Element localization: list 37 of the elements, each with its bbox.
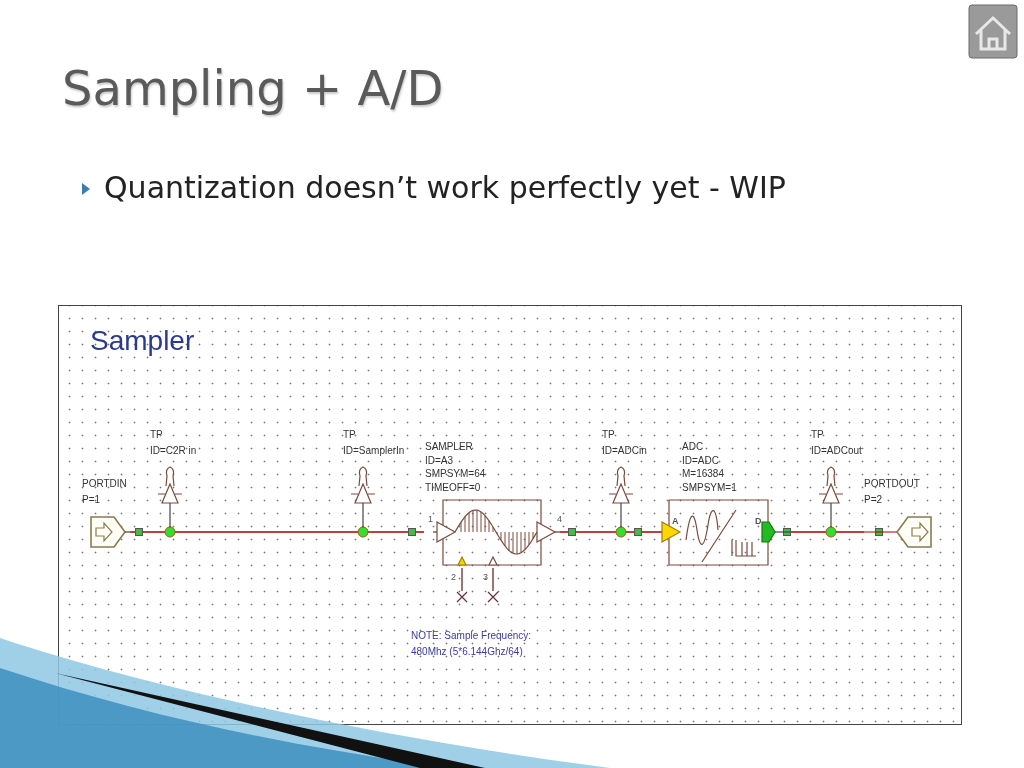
parameter-text: ID=SamplerIn [343, 444, 405, 457]
parameter-text: ID=ADCout [811, 444, 862, 457]
component-name: SAMPLER [425, 441, 473, 453]
parameter-text: SMPSYM=1 [682, 481, 737, 494]
note-text: NOTE: Sample Frequency: 480Mhz (5*6.144Ghz/64) [411, 629, 533, 659]
pin-number: 1 [428, 514, 433, 524]
parameter-text: SMPSYM=64 [425, 468, 486, 480]
parameter-text: P=1 [82, 493, 101, 506]
component-name: PORTDOUT [864, 478, 920, 490]
pin-number: 4 [557, 514, 562, 524]
component-name: TP [150, 429, 163, 441]
slide-title: Sampling + A/D [62, 59, 444, 118]
wire [492, 567, 494, 592]
parameter-text: ID=ADC [682, 454, 719, 467]
pin-letter: D [755, 516, 762, 526]
test-point [809, 427, 863, 526]
parameter-text: ID=C2R in [150, 444, 197, 457]
open-terminal-symbol [456, 591, 468, 603]
pin-number: 3 [483, 572, 488, 582]
pin-letter: A [672, 516, 679, 526]
parameter-text: TIMEOFF=0 [425, 481, 481, 494]
component-name: PORTDIN [82, 478, 127, 490]
component-name: TP [602, 429, 615, 441]
schematic-title: Sampler [90, 324, 195, 358]
component-name: TP [343, 429, 356, 441]
parameter-text: P=2 [864, 493, 883, 506]
parameter-text: M=16384 [682, 468, 724, 480]
output-port [864, 476, 932, 550]
component-name: ADC [682, 441, 704, 453]
pin-number: 2 [451, 572, 456, 582]
component-name: TP [811, 429, 824, 441]
wire [461, 567, 463, 592]
bullet-text: Quantization doesn’t work perfectly yet - WIP [104, 169, 786, 207]
input-port [80, 476, 130, 550]
parameter-text: ID=A3 [425, 454, 454, 467]
open-terminal-symbol [487, 591, 499, 603]
parameter-text: ID=ADCin [602, 444, 647, 457]
